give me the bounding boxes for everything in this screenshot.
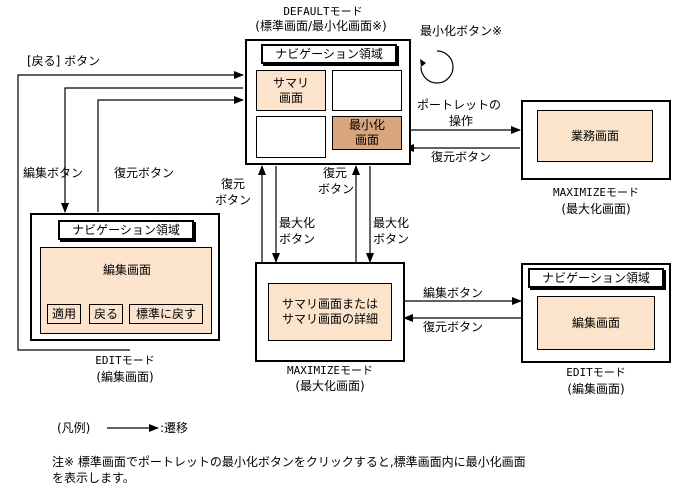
- restore-button-label-right: 復元ボタン: [423, 320, 484, 334]
- summary-label-1: サマリ: [272, 75, 309, 90]
- summary-label-2: 画面: [278, 90, 303, 105]
- maximize-a-label-2: ボタン: [279, 232, 316, 246]
- restore-button-label-left: 復元ボタン: [114, 166, 175, 180]
- edit-right-nav-area: ナビゲーション領域: [528, 268, 664, 288]
- edit-left-box: ナビゲーション領域 編集画面 適用 戻る 標準に戻す: [30, 213, 220, 341]
- edit-left-content: 編集画面 適用 戻る 標準に戻す: [40, 247, 212, 334]
- business-screen: 業務画面: [537, 110, 653, 162]
- edit-left-mode: EDITモード: [95, 354, 155, 367]
- maximize-right-mode: MAXIMIZEモード: [553, 186, 639, 199]
- default-mode-box: ナビゲーション領域 サマリ 画面 最小化 画面: [245, 39, 411, 165]
- edit-button-label-right: 編集ボタン: [423, 286, 484, 300]
- restore-mid-label-2: ボタン: [215, 193, 252, 207]
- restore-label-right-top: 復元ボタン: [431, 150, 492, 164]
- legend-prefix: (凡例): [57, 421, 91, 435]
- restore-mid2-label-2: ボタン: [318, 182, 355, 196]
- maximize-center-sub: (最大化画面): [295, 379, 365, 393]
- legend-suffix: :遷移: [160, 421, 189, 435]
- edit-left-sub: (編集画面): [96, 370, 154, 384]
- edit-button-label-left: 編集ボタン: [23, 166, 84, 180]
- empty-portlet-tile-2: [256, 116, 326, 158]
- maximize-center-box: サマリ画面または サマリ画面の詳細: [255, 262, 405, 362]
- edit-right-sub: (編集画面): [567, 382, 625, 396]
- back-button[interactable]: 戻る: [89, 304, 123, 324]
- minimize-loop: [420, 50, 454, 84]
- maximize-a-label-1: 最大化: [279, 216, 316, 230]
- maximize-b-label-2: ボタン: [373, 232, 410, 246]
- summary-detail-line-1: サマリ画面または: [281, 297, 378, 311]
- reset-to-standard-button[interactable]: 標準に戻す: [129, 304, 203, 324]
- back-button-label: [戻る] ボタン: [27, 54, 101, 68]
- maximize-right-sub: (最大化画面): [561, 202, 631, 216]
- default-mode-title: DEFAULTモード: [283, 5, 363, 18]
- edit-left-nav-area: ナビゲーション領域: [58, 220, 194, 240]
- summary-detail-screen: サマリ画面または サマリ画面の詳細: [268, 283, 392, 341]
- restore-arrow-left: [97, 96, 244, 212]
- edit-right-mode: EDITモード: [566, 366, 626, 379]
- default-mode-subtitle: (標準画面/最小化画面※): [255, 19, 387, 33]
- maximize-right-box: 業務画面: [521, 100, 671, 180]
- summary-detail-line-2: サマリ画面の詳細: [281, 312, 378, 326]
- minimize-label-2: 画面: [354, 133, 379, 147]
- maximize-center-mode: MAXIMIZEモード: [287, 364, 373, 377]
- portlet-op-label-2: 操作: [449, 114, 474, 128]
- default-nav-area: ナビゲーション領域: [261, 44, 397, 64]
- minimize-label-1: 最小化: [348, 118, 385, 132]
- minimize-button-label: 最小化ボタン※: [420, 24, 503, 38]
- empty-portlet-tile-1: [332, 70, 402, 111]
- restore-mid-label-1: 復元: [221, 177, 246, 191]
- note-line-2: を表示します。: [52, 471, 135, 485]
- minimized-screen-tile[interactable]: 最小化 画面: [332, 116, 402, 150]
- apply-button[interactable]: 適用: [47, 304, 81, 324]
- edit-arrow-left: [61, 87, 243, 213]
- edit-right-box: ナビゲーション領域 編集画面: [521, 263, 671, 363]
- maximize-b-label-1: 最大化: [373, 216, 410, 230]
- restore-mid2-label-1: 復元: [323, 166, 348, 180]
- summary-screen-tile[interactable]: サマリ 画面: [256, 70, 326, 111]
- portlet-op-label-1: ポートレットの: [417, 98, 502, 112]
- edit-left-title: 編集画面: [102, 263, 151, 277]
- edit-right-content: 編集画面: [537, 296, 655, 350]
- note-line-1: 注※ 標準画面でポートレットの最小化ボタンをクリックすると,標準画面内に最小化画…: [52, 455, 526, 469]
- back-button-arrow: [17, 71, 244, 351]
